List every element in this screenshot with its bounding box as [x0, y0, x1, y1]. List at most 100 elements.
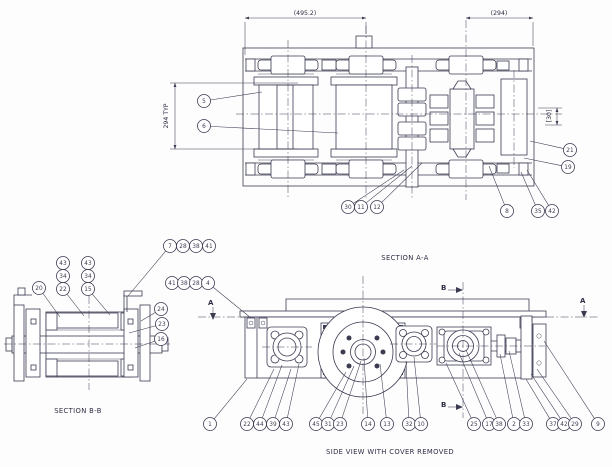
- svg-text:43: 43: [59, 261, 67, 267]
- balloon-38: 38: [465, 349, 506, 431]
- dim-label-495: (495.2): [294, 10, 317, 17]
- svg-text:9: 9: [596, 422, 600, 428]
- balloon-13: 13: [379, 363, 394, 431]
- balloon-19: 19: [523, 157, 575, 174]
- svg-text:6: 6: [202, 124, 206, 130]
- balloon-1: 1: [203, 378, 248, 431]
- pillow-block: [436, 326, 492, 366]
- balloon-43: 43: [279, 363, 300, 431]
- marker-a-right: A: [580, 297, 587, 318]
- view-section-aa: (495.2) (294) 294 TYP [30] SECTION A-A: [163, 10, 562, 262]
- svg-text:28: 28: [179, 244, 187, 250]
- svg-text:38: 38: [495, 422, 503, 428]
- balloon-6: 6: [197, 119, 339, 134]
- svg-text:41: 41: [205, 244, 213, 250]
- balloon-12: 12: [370, 162, 423, 214]
- balloon-28: 28: [176, 239, 190, 253]
- dim-label-294-typ: 294 TYP: [163, 103, 170, 128]
- svg-text:17: 17: [485, 422, 493, 428]
- svg-text:1: 1: [208, 422, 212, 428]
- balloon-38: 38: [189, 239, 203, 253]
- svg-text:4: 4: [206, 281, 210, 287]
- svg-text:A: A: [580, 297, 586, 305]
- balloon-43: 43: [56, 256, 70, 270]
- svg-text:2: 2: [512, 422, 516, 428]
- balloon-10: 10: [413, 356, 428, 431]
- svg-text:19: 19: [564, 165, 572, 171]
- dimension-294-typ: 294 TYP: [163, 82, 298, 150]
- svg-text:7: 7: [168, 244, 172, 250]
- svg-text:45: 45: [312, 422, 320, 428]
- marker-b-top: B: [441, 284, 463, 293]
- svg-text:A: A: [208, 299, 214, 307]
- balloon-14: 14: [361, 357, 375, 431]
- svg-text:B: B: [441, 284, 446, 292]
- dimension-495: (495.2): [244, 10, 367, 55]
- balloon-20: 20: [32, 281, 61, 318]
- balloon-41: 41: [165, 276, 179, 290]
- balloon-32: 32: [402, 360, 416, 431]
- dim-label-294: (294): [491, 10, 508, 17]
- roller-knurled: [429, 80, 495, 158]
- balloon-38: 38: [177, 276, 191, 290]
- svg-text:22: 22: [59, 287, 67, 293]
- svg-text:23: 23: [336, 422, 344, 428]
- svg-text:38: 38: [180, 281, 188, 287]
- svg-text:13: 13: [383, 422, 391, 428]
- roller-plain: [330, 73, 398, 161]
- section-markers: A A B B: [208, 284, 587, 410]
- balloon-37: 37: [525, 378, 560, 431]
- balloon-5: 5: [197, 91, 263, 108]
- svg-text:39: 39: [269, 422, 277, 428]
- svg-text:43: 43: [282, 422, 290, 428]
- flange-bearing-mid: [395, 325, 433, 363]
- balloon-31: 31: [321, 365, 355, 431]
- svg-text:32: 32: [405, 422, 413, 428]
- mount-tab: [355, 35, 373, 49]
- svg-text:28: 28: [192, 281, 200, 287]
- balloon-24: 24: [140, 302, 168, 322]
- balloon-22: 22: [240, 368, 275, 431]
- svg-text:5: 5: [202, 99, 206, 105]
- balloon-35: 35: [520, 171, 545, 218]
- svg-text:44: 44: [256, 422, 264, 428]
- caption-side-view: SIDE VIEW WITH COVER REMOVED: [326, 448, 454, 456]
- end-plate-right: [520, 315, 547, 380]
- balloon-34: 34: [56, 269, 70, 283]
- balloon-11: 11: [354, 165, 413, 214]
- balloon-34: 34: [81, 269, 95, 283]
- svg-text:B: B: [441, 401, 446, 409]
- balloon-22: 22: [56, 282, 85, 317]
- svg-text:43: 43: [84, 261, 92, 267]
- svg-text:16: 16: [157, 337, 165, 343]
- balloon-16: 16: [134, 332, 168, 349]
- balloon-42: 42: [526, 169, 559, 218]
- svg-text:42: 42: [560, 422, 568, 428]
- dim-label-30: [30]: [546, 110, 553, 123]
- balloon-4: 4: [201, 276, 252, 319]
- balloon-2: 2: [499, 353, 521, 431]
- marker-a-left: A: [208, 299, 216, 320]
- balloon-45: 45: [309, 371, 347, 431]
- svg-text:33: 33: [522, 422, 530, 428]
- balloon-29: 29: [536, 368, 582, 431]
- svg-text:34: 34: [59, 274, 67, 280]
- svg-text:41: 41: [168, 281, 176, 287]
- balloon-9: 9: [543, 340, 605, 431]
- view-section-bb: SECTION B-B: [4, 287, 170, 415]
- balloon-39: 39: [266, 368, 292, 431]
- balloon-23: 23: [333, 360, 362, 431]
- balloon-8: 8: [488, 165, 514, 218]
- svg-text:24: 24: [157, 307, 165, 313]
- balloon-25: 25: [445, 362, 481, 431]
- svg-text:12: 12: [373, 205, 381, 211]
- svg-text:34: 34: [84, 274, 92, 280]
- svg-text:22: 22: [243, 422, 251, 428]
- svg-text:42: 42: [548, 209, 556, 215]
- balloon-23: 23: [128, 317, 169, 334]
- svg-text:14: 14: [364, 422, 372, 428]
- svg-text:10: 10: [417, 422, 425, 428]
- caption-section-bb: SECTION B-B: [54, 407, 102, 415]
